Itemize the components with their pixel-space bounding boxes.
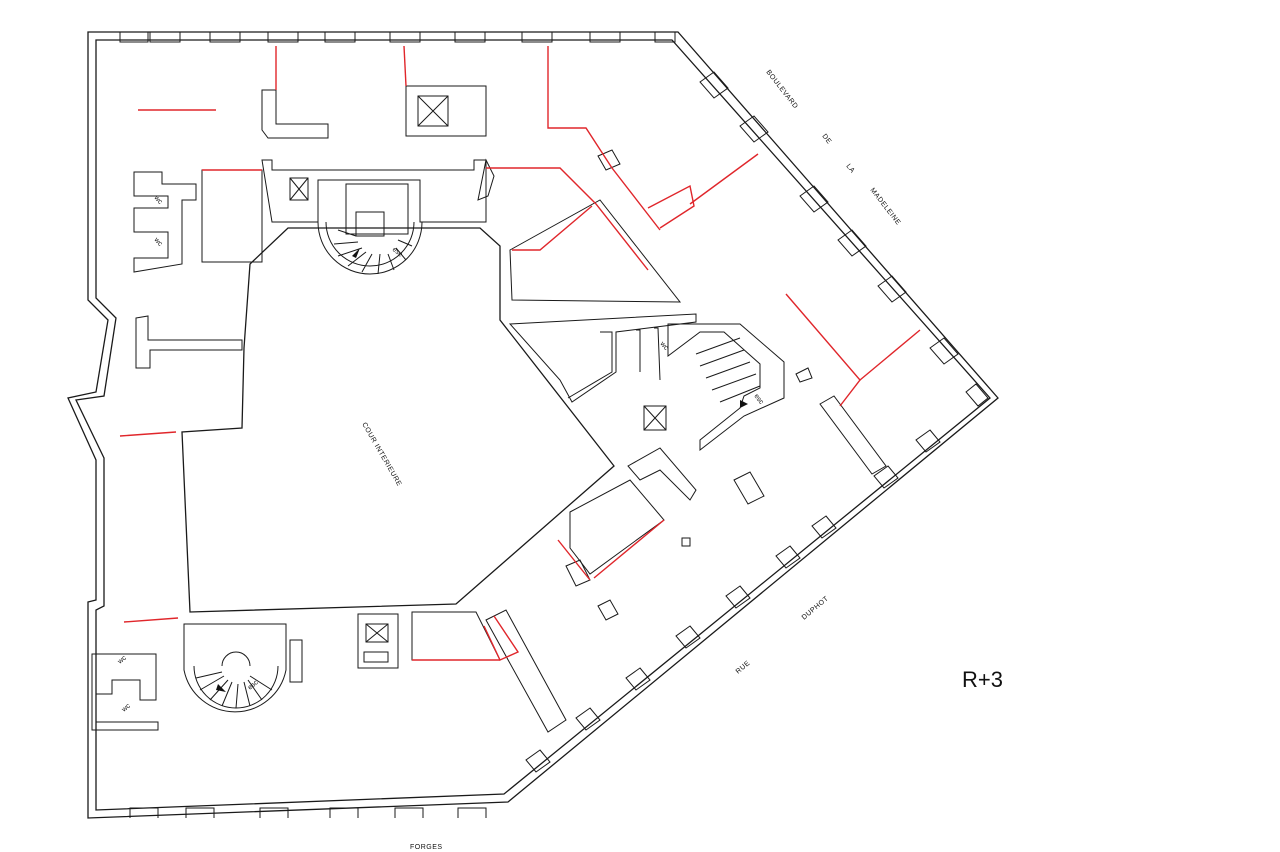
street-label-bottom: FORGES xyxy=(410,844,443,851)
courtyard-label: COUR INTERIEURE xyxy=(360,422,402,488)
boulevard-word-1: BOULEVARD xyxy=(764,69,799,110)
rue-word-1: RUE xyxy=(735,660,752,676)
wc-label: wc xyxy=(120,702,132,714)
rue-word-2: DUPHOT xyxy=(801,595,831,621)
wc-label: wc xyxy=(152,194,164,206)
spiral-staircase-north xyxy=(317,183,423,275)
street-rue-label: RUE DUPHOT xyxy=(735,595,831,675)
straight-staircase xyxy=(695,337,761,408)
interior-walls xyxy=(91,85,887,733)
wc-label: wc xyxy=(658,340,670,352)
stair-label: esc xyxy=(752,393,765,406)
courtyard xyxy=(181,227,615,613)
boulevard-word-4: MADELEINE xyxy=(868,187,901,227)
spiral-staircase-south xyxy=(183,623,287,713)
building-outline xyxy=(67,31,999,819)
window-bays xyxy=(119,32,989,818)
boulevard-word-3: LA xyxy=(844,163,855,175)
street-boulevard-label: BOULEVARD DE LA MADELEINE xyxy=(764,69,901,227)
floor-level-label: R+3 xyxy=(962,667,1003,692)
stair-label: esc xyxy=(391,246,404,259)
wc-labels: wc wc wc wc wc xyxy=(116,194,670,714)
wc-label: wc xyxy=(152,236,164,248)
red-partitions xyxy=(119,45,921,661)
boulevard-word-2: DE xyxy=(820,133,832,146)
wc-label: wc xyxy=(116,654,128,666)
stair-labels: esc esc esc xyxy=(247,246,765,691)
